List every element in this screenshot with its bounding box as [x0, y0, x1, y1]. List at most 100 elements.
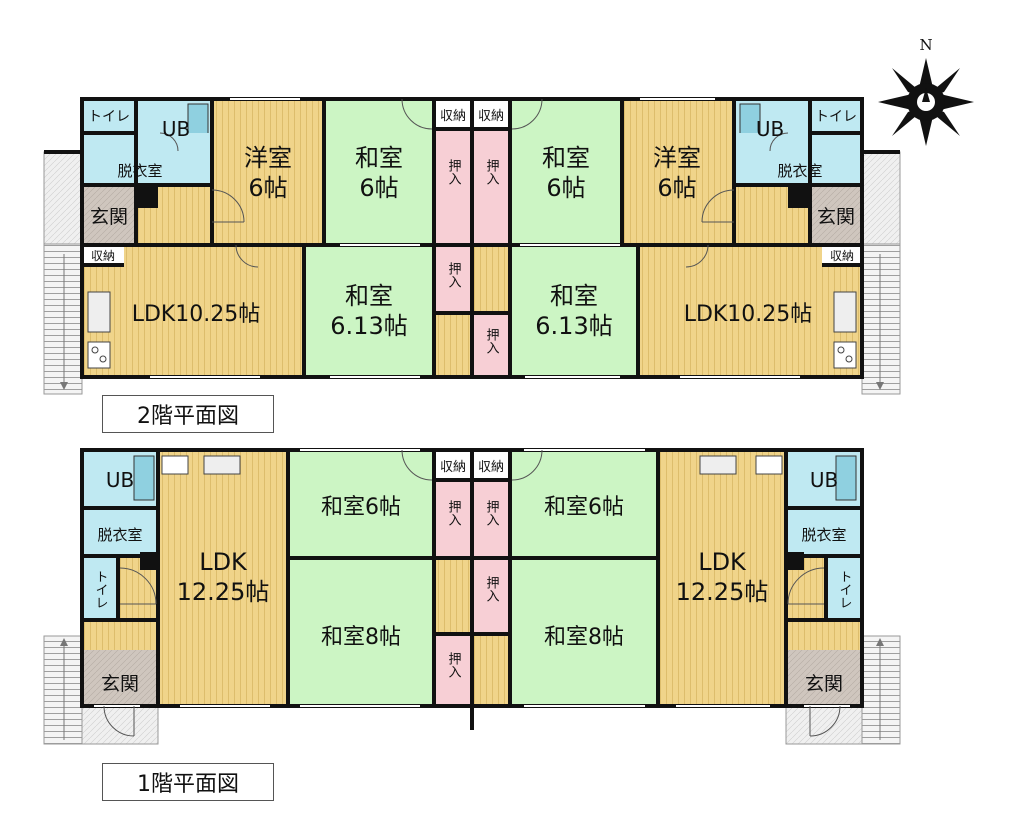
pillar-r-1f	[786, 552, 804, 570]
washitsu-tr-1f	[510, 450, 658, 558]
label-washitsu-tl-name: 和室	[355, 144, 403, 172]
toilet-l-2f	[82, 99, 136, 133]
sink-icon	[87, 291, 111, 333]
label-dressing-r-2f: 脱衣室	[777, 162, 822, 180]
oshiire-2-2f	[472, 129, 510, 245]
label-youshitsu-l-name: 洋室	[244, 144, 292, 172]
porch-right-2f	[861, 151, 901, 245]
storage-l-2f	[82, 245, 124, 265]
label-entrance-l-2f: 玄関	[90, 206, 128, 228]
label-washitsu-tr-name: 和室	[542, 144, 590, 172]
compass-rose-icon	[878, 58, 974, 146]
stove-icon	[755, 455, 783, 475]
label-washitsu-tr-size: 6帖	[546, 174, 585, 202]
label-washitsu-bl-1f: 和室8帖	[321, 625, 401, 650]
stove-icon	[87, 341, 111, 369]
label-washitsu-bl-name: 和室	[345, 282, 393, 310]
label-entrance-r-1f: 玄関	[805, 673, 843, 695]
label-ldk-r-2f: LDK10.25帖	[684, 302, 813, 327]
walls-1f	[80, 448, 864, 730]
entrance-l-2f	[82, 185, 136, 245]
doors-2f	[159, 98, 789, 268]
oshiire-4-1f	[434, 634, 472, 706]
storage-cr-2f	[472, 99, 510, 129]
oshiire-3-1f	[472, 558, 510, 634]
doors-1f	[103, 449, 841, 737]
ldk-r-1f	[658, 450, 786, 706]
label-ub-l-1f: UB	[106, 468, 134, 492]
label-ub-r-2f: UB	[756, 117, 784, 141]
label-washitsu-tl-1f: 和室6帖	[321, 495, 401, 520]
ldk-r-2f	[638, 265, 862, 377]
floor1-caption: 1階平面図	[102, 763, 274, 801]
label-oshiire-4-2f: 押入	[484, 328, 500, 354]
oshiire-1-1f	[434, 480, 472, 558]
label-entrance-r-2f: 玄関	[817, 206, 855, 228]
storage-cl-2f	[434, 99, 472, 129]
label-dressing-r-1f: 脱衣室	[801, 526, 846, 544]
label-toilet-r-2f: トイレ	[815, 109, 857, 125]
washitsu-br-1f	[510, 558, 658, 706]
washitsu-bl-2f	[304, 245, 434, 377]
label-oshiire-1-1f: 押入	[446, 500, 462, 526]
floor1-plan: UB 脱衣室 トイレ 玄関 LDK 12.25帖 和室6帖 収納 収納 押入 押…	[43, 448, 901, 745]
walls-2f	[44, 97, 900, 379]
entrance-r-2f	[810, 185, 862, 245]
oshiire-3-2f	[434, 245, 472, 313]
windows-1f	[94, 449, 850, 707]
label-storage-l-2f: 収納	[91, 249, 115, 263]
oshiire-1-2f	[434, 129, 472, 245]
label-ldk-l-1f-size: 12.25帖	[177, 578, 270, 606]
entrance-r-1f	[786, 650, 862, 706]
sink-icon	[203, 455, 241, 475]
label-oshiire-1-2f: 押入	[446, 159, 462, 185]
north-label: N	[919, 36, 932, 54]
youshitsu-l-2f	[212, 99, 324, 245]
stair-right-2f	[861, 243, 901, 395]
label-ub-r-1f: UB	[810, 468, 838, 492]
washitsu-tl-1f	[288, 450, 434, 558]
label-storage-cl-1f: 収納	[440, 460, 466, 475]
ldk-l-1f	[158, 450, 288, 706]
stair-left-1f	[43, 635, 83, 745]
label-washitsu-br-size: 6.13帖	[535, 312, 612, 340]
floor2-caption: 2階平面図	[102, 395, 274, 433]
label-storage-cl-2f: 収納	[440, 109, 466, 124]
washitsu-bl-1f	[288, 558, 434, 706]
porch-left-1f	[81, 705, 159, 745]
washitsu-tr-2f	[510, 99, 622, 245]
label-youshitsu-l-size: 6帖	[248, 174, 287, 202]
label-ldk-l-1f-name: LDK	[199, 548, 248, 576]
storage-cr-1f	[472, 450, 510, 480]
youshitsu-r-2f	[622, 99, 734, 245]
label-oshiire-2-1f: 押入	[484, 500, 500, 526]
label-youshitsu-r-name: 洋室	[653, 144, 701, 172]
floor2-plan: トイレ UB 脱衣室 玄関 収納 洋室 6帖 和室 6帖 収納 収納 押入 押入…	[43, 97, 901, 395]
sink-icon	[699, 455, 737, 475]
label-dressing-l-2f: 脱衣室	[117, 162, 162, 180]
dressing-l-1f	[82, 508, 158, 556]
label-washitsu-tr-1f: 和室6帖	[544, 495, 624, 520]
compass: N	[878, 36, 974, 146]
pillar-l-1f	[140, 552, 158, 570]
storage-r-2f	[822, 245, 862, 265]
label-oshiire-2-2f: 押入	[484, 159, 500, 185]
pillar-r-2f	[788, 186, 810, 208]
label-oshiire-3-1f: 押入	[484, 576, 500, 602]
dressing-r-2f	[734, 133, 862, 185]
label-entrance-l-1f: 玄関	[101, 673, 139, 695]
label-washitsu-br-name: 和室	[550, 282, 598, 310]
storage-cl-1f	[434, 450, 472, 480]
label-ub-l-2f: UB	[162, 117, 190, 141]
label-toilet-r-1f: トイレ	[837, 570, 852, 609]
dressing-l-2f	[82, 133, 212, 185]
washitsu-tl-2f	[324, 99, 434, 245]
label-toilet-l-2f: トイレ	[88, 109, 130, 125]
stair-left-2f	[43, 243, 83, 395]
ldk-l-2f	[82, 265, 304, 377]
dressing-r-1f	[786, 508, 862, 556]
label-ldk-l-2f: LDK10.25帖	[132, 302, 261, 327]
label-washitsu-bl-size: 6.13帖	[330, 312, 407, 340]
label-washitsu-tl-size: 6帖	[359, 174, 398, 202]
